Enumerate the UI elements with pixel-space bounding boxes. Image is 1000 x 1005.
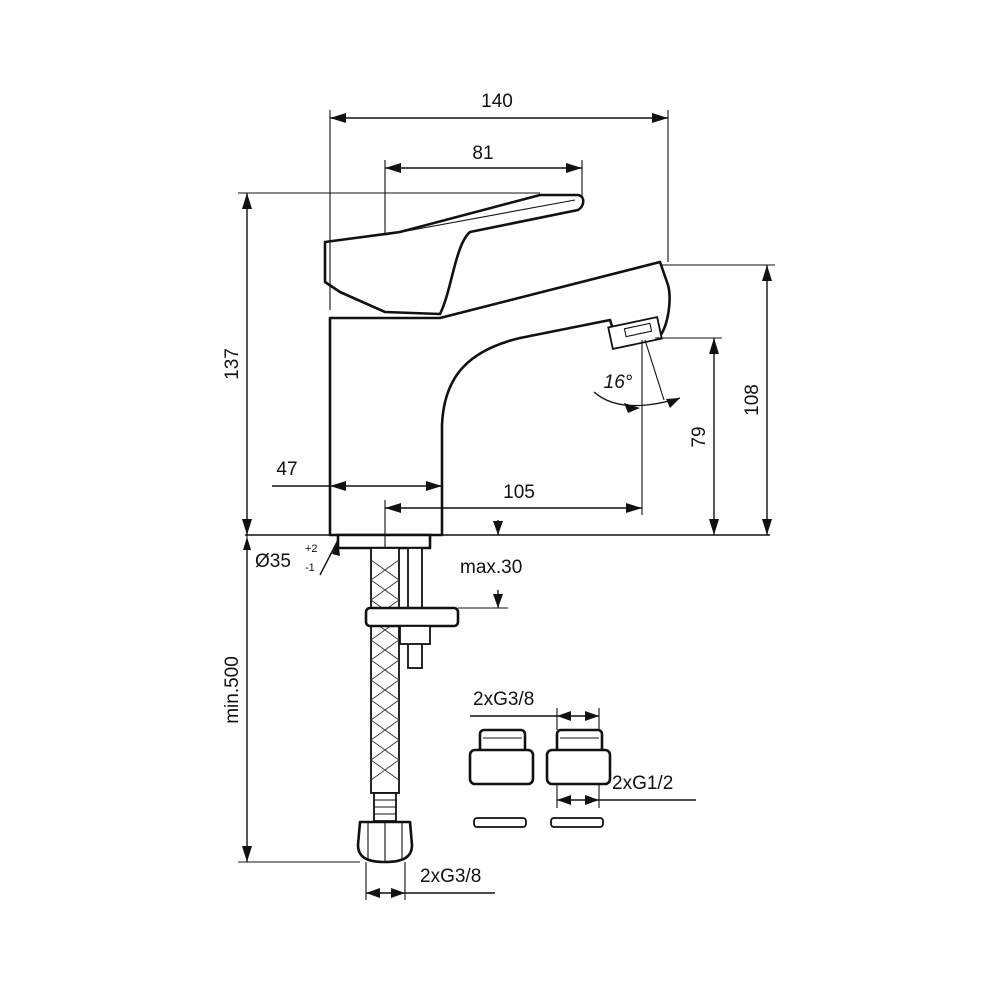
- dim-adapter-outlet-thread: 2xG1/2: [556, 773, 696, 808]
- dim-label-105: 105: [503, 482, 535, 503]
- dim-label-140: 140: [481, 91, 513, 112]
- dim-aerator-height: 79: [655, 337, 722, 535]
- dim-label-max30: max.30: [460, 557, 522, 578]
- dim-label-81: 81: [472, 143, 493, 164]
- dim-hose-thread: 2xG3/8: [365, 862, 495, 900]
- dim-label-16deg: 16°: [604, 372, 633, 393]
- dim-label-adapter-outlet: 2xG1/2: [612, 773, 673, 794]
- clamp-nut: [399, 625, 431, 645]
- dim-label-hose-thread: 2xG3/8: [420, 866, 481, 887]
- adapter-left: [468, 728, 535, 786]
- dim-min-hose-length: min.500: [222, 548, 360, 863]
- dim-label-tolerance-lower: -1: [305, 562, 315, 574]
- dim-label-108: 108: [742, 384, 763, 416]
- dim-max-deck-thickness: max.30: [458, 520, 522, 609]
- faucet-spout-outline: [328, 260, 671, 537]
- dim-label-min500: min.500: [222, 656, 243, 724]
- dim-hole-diameter: Ø35 +2 -1: [243, 535, 340, 576]
- adapter-right: [545, 728, 612, 786]
- lever-detail-line: [384, 199, 576, 236]
- base-gasket: [336, 533, 432, 550]
- ferrule-detail: [374, 799, 396, 815]
- dim-label-tolerance-upper: +2: [305, 543, 318, 555]
- mounting-hardware: [356, 547, 460, 864]
- lever-handle: [323, 193, 585, 316]
- dim-spout-height: 108: [660, 264, 775, 535]
- thread-adapters: [468, 728, 612, 828]
- dim-body-width: 47: [272, 459, 442, 491]
- nut-flats: [367, 823, 403, 862]
- dim-lever-length: 81: [384, 143, 583, 235]
- aerator-insert: [623, 322, 653, 338]
- dim-label-47: 47: [276, 459, 297, 480]
- dim-spray-angle: 16°: [593, 339, 681, 413]
- dim-total-height: 137: [222, 192, 540, 535]
- dim-spout-reach: 105: [384, 340, 643, 548]
- dim-label-diameter: Ø35: [255, 551, 291, 572]
- aerator: [607, 315, 663, 351]
- clamp-plate: [364, 606, 460, 628]
- dim-label-79: 79: [689, 426, 710, 447]
- washer-left: [473, 817, 527, 828]
- dim-label-137: 137: [222, 348, 243, 380]
- dim-adapter-inlet-thread: 2xG3/8: [470, 689, 600, 730]
- washer-right: [550, 817, 604, 828]
- dim-overall-width: 140: [329, 91, 669, 310]
- dim-label-adapter-inlet: 2xG3/8: [473, 689, 534, 710]
